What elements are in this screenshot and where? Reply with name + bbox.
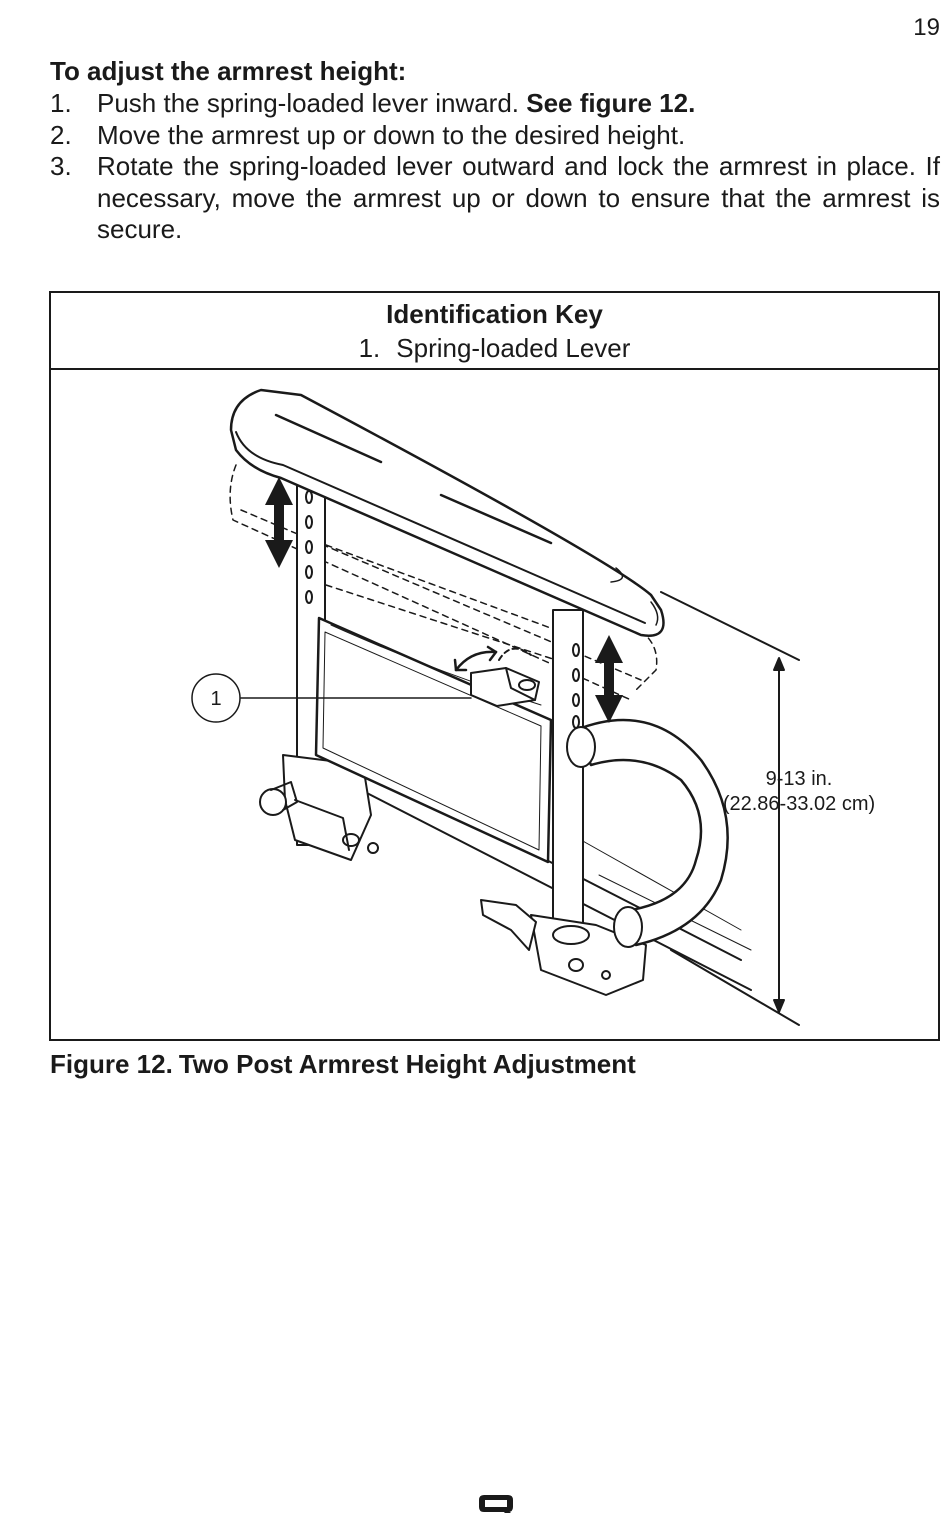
step-text: Push the spring-loaded lever inward. [97, 88, 527, 118]
step-item: 3. Rotate the spring-loaded lever outwar… [50, 151, 940, 246]
quickie-q-logo-icon [479, 1495, 513, 1513]
step-number: 1. [50, 88, 72, 118]
figure-caption-number: Figure 12. [50, 1049, 173, 1079]
dimension-inches: 9-13 in. [766, 768, 833, 790]
page-number: 19 [913, 14, 940, 41]
rear-clamp [259, 754, 379, 861]
armrest-pad [229, 388, 665, 637]
spring-loaded-lever [470, 647, 540, 707]
front-post [552, 609, 584, 941]
figure-reference: See figure 12. [526, 88, 696, 118]
step-number: 2. [50, 119, 72, 150]
figure-caption-title: Two Post Armrest Height Adjustment [178, 1049, 636, 1079]
step-item: 2. Move the armrest up or down to the de… [50, 120, 940, 152]
double-arrow-icon [265, 477, 293, 568]
figure-box: Identification Key 1. Spring-loaded Lever [49, 291, 940, 1041]
step-number: 3. [50, 151, 72, 181]
key-item-label: Spring-loaded Lever [396, 333, 631, 363]
step-text: Rotate the spring-loaded lever outward a… [97, 151, 940, 244]
instructions-heading: To adjust the armrest height: [50, 56, 407, 86]
identification-key-item: 1. Spring-loaded Lever [51, 330, 938, 366]
instruction-steps: 1. Push the spring-loaded lever inward. … [50, 88, 940, 246]
dimension-centimeters: (22.86-33.02 cm) [723, 793, 875, 815]
figure-caption: Figure 12.Two Post Armrest Height Adjust… [50, 1049, 636, 1080]
identification-key-title: Identification Key [386, 299, 603, 329]
callout-number: 1 [210, 688, 221, 710]
step-text: Move the armrest up or down to the desir… [97, 119, 686, 150]
dimension-guides [660, 591, 800, 1026]
armrest-illustration: 1 9-13 in. (22.86-33.02 cm) [191, 388, 875, 1026]
frame-tube [566, 718, 729, 948]
step-item: 1. Push the spring-loaded lever inward. … [50, 88, 940, 120]
double-arrow-icon [595, 635, 623, 723]
key-item-number: 1. [358, 333, 381, 363]
identification-key: Identification Key 1. Spring-loaded Lever [51, 293, 938, 370]
lever-rotate-arrow [453, 645, 498, 672]
callout-circle [191, 673, 241, 723]
